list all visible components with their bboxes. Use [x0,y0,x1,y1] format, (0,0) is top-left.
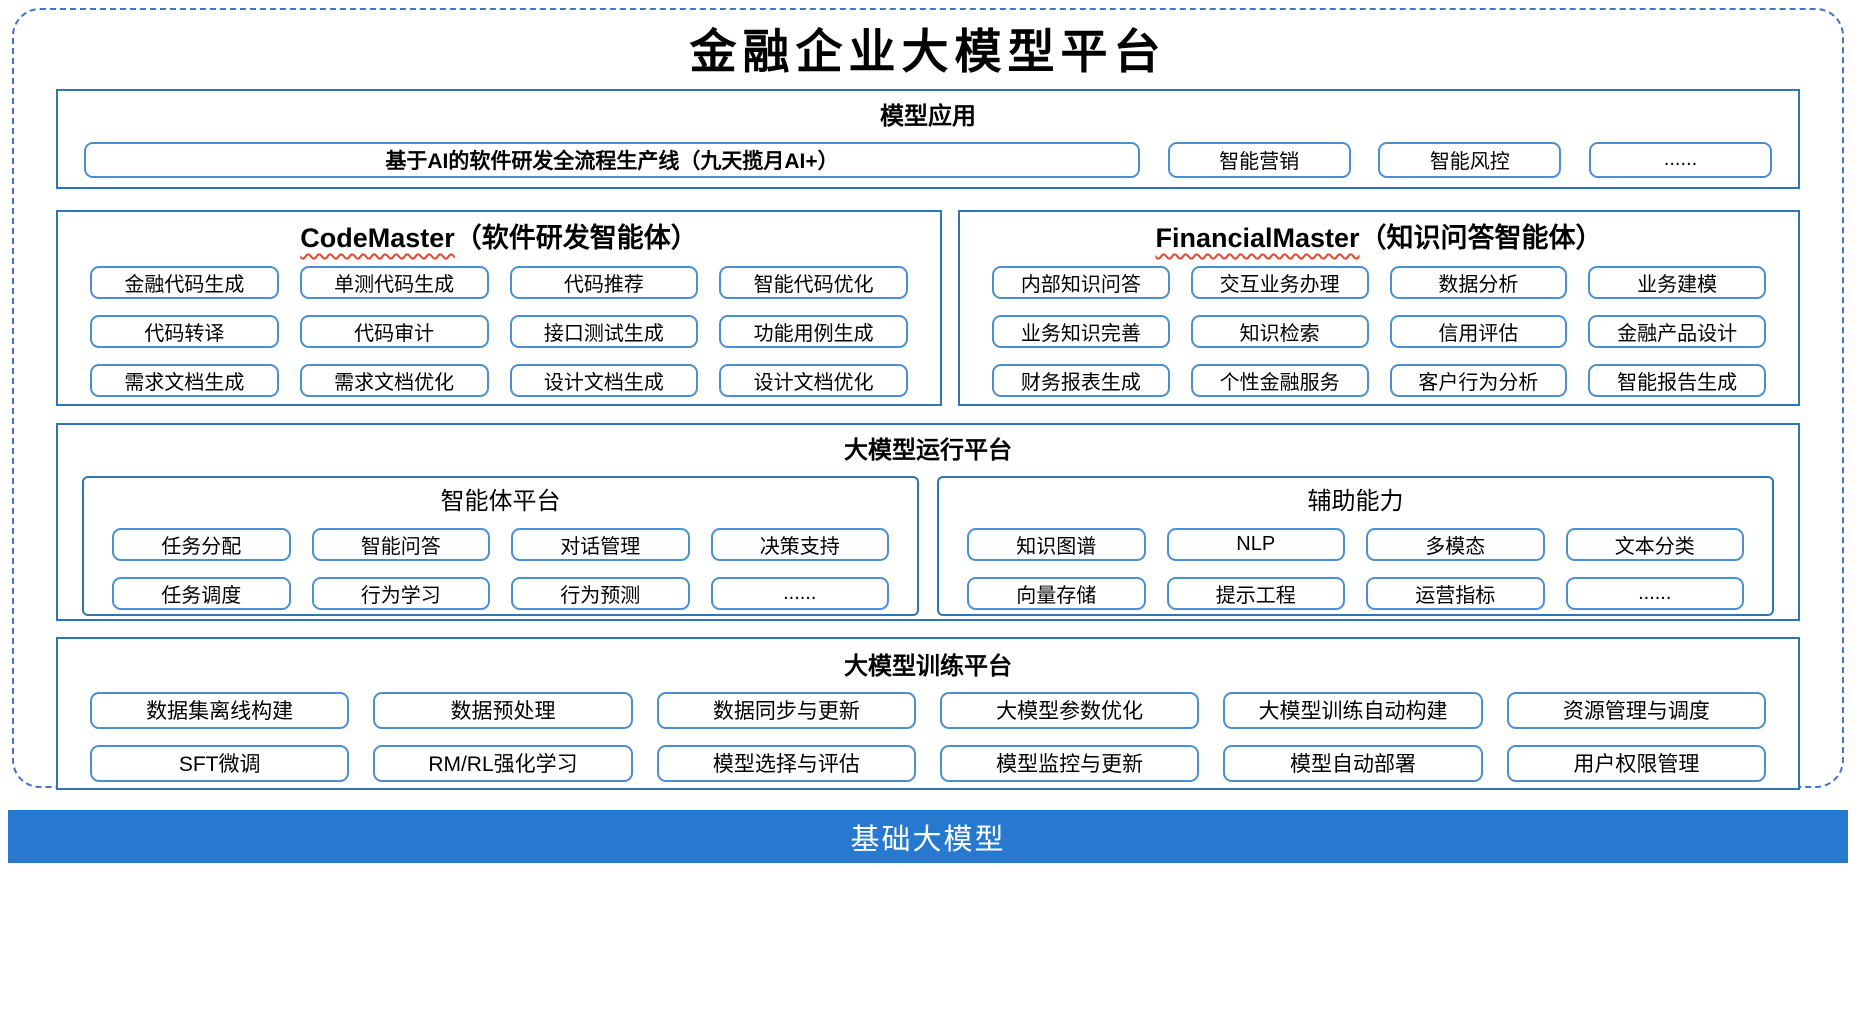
capability-item: 决策支持 [710,528,889,562]
run-platform-section: 大模型运行平台 智能体平台 任务分配 智能问答 对话管理 决策支持 任务调度 行… [56,422,1800,621]
capability-item: 代码审计 [299,315,489,349]
financialmaster-name-zh: （知识问答智能体） [1359,222,1603,253]
capability-item: 知识图谱 [967,528,1146,562]
capability-item: NLP [1166,528,1345,562]
capability-item: 数据集离线构建 [90,691,350,729]
capability-item: 模型选择与评估 [656,744,916,782]
capability-item: 功能用例生成 [719,315,908,349]
train-platform-header: 大模型训练平台 [844,652,1012,680]
auxiliary-subbox: 辅助能力 知识图谱 NLP 多模态 文本分类 向量存储 提示工程 运营指标 ..… [937,475,1774,616]
capability-item: RM/RL强化学习 [373,744,633,782]
capability-item: 智能代码优化 [719,266,908,300]
capability-item: 模型监控与更新 [940,744,1200,782]
capability-item: 向量存储 [967,577,1146,611]
agents-row: CodeMaster（软件研发智能体） 金融代码生成 单测代码生成 代码推荐 智… [56,209,1800,406]
capability-item: 运营指标 [1366,577,1545,611]
financialmaster-title: FinancialMaster（知识问答智能体） [992,222,1766,254]
financialmaster-name-en: FinancialMaster [1155,222,1360,253]
capability-item: 业务建模 [1588,266,1766,300]
base-model-bar: 基础大模型 [8,810,1848,863]
agent-platform-title: 智能体平台 [440,487,561,515]
capability-item: 金融代码生成 [90,266,279,300]
capability-item: 需求文档生成 [90,364,279,398]
capability-item: 智能问答 [311,528,490,562]
capability-item: 智能报告生成 [1588,364,1766,398]
capability-item: 行为预测 [511,577,690,611]
capability-item: 业务知识完善 [992,315,1170,349]
auxiliary-title: 辅助能力 [1307,487,1404,515]
capability-item: 数据分析 [1389,266,1568,300]
capability-item: 设计文档优化 [719,364,908,398]
financialmaster-section: FinancialMaster（知识问答智能体） 内部知识问答 交互业务办理 数… [958,209,1800,406]
model-apps-header: 模型应用 [880,102,976,130]
codemaster-grid: 金融代码生成 单测代码生成 代码推荐 智能代码优化 代码转译 代码审计 接口测试… [90,266,908,398]
capability-item: 大模型训练自动构建 [1223,691,1483,729]
capability-item: 数据同步与更新 [656,691,916,729]
capability-item: 用户权限管理 [1506,744,1766,782]
codemaster-section: CodeMaster（软件研发智能体） 金融代码生成 单测代码生成 代码推荐 智… [56,209,942,406]
capability-item: 内部知识问答 [992,266,1170,300]
auxiliary-grid: 知识图谱 NLP 多模态 文本分类 向量存储 提示工程 运营指标 ...... [967,528,1744,611]
platform-outline: 金融企业大模型平台 模型应用 基于AI的软件研发全流程生产线（九天揽月AI+） … [12,8,1844,790]
capability-item: 金融产品设计 [1588,315,1766,349]
capability-item: 代码转译 [90,315,279,349]
capability-item: 交互业务办理 [1190,266,1369,300]
codemaster-name-zh: （软件研发智能体） [454,222,698,253]
capability-item: SFT微调 [90,744,350,782]
capability-item: 提示工程 [1166,577,1345,611]
model-apps-row: 基于AI的软件研发全流程生产线（九天揽月AI+） 智能营销 智能风控 .....… [84,141,1772,180]
agent-platform-grid: 任务分配 智能问答 对话管理 决策支持 任务调度 行为学习 行为预测 .....… [112,528,889,611]
capability-item: 任务调度 [112,577,291,611]
page-title: 金融企业大模型平台 [689,25,1167,80]
capability-item: 接口测试生成 [509,315,699,349]
financialmaster-grid: 内部知识问答 交互业务办理 数据分析 业务建模 业务知识完善 知识检索 信用评估… [992,266,1766,398]
app-item: 智能风控 [1378,141,1562,178]
capability-item: 单测代码生成 [299,266,489,300]
run-platform-columns: 智能体平台 任务分配 智能问答 对话管理 决策支持 任务调度 行为学习 行为预测… [82,475,1774,616]
capability-item: 代码推荐 [509,266,699,300]
app-item-more: ...... [1588,141,1772,178]
capability-item-more: ...... [1565,577,1744,611]
agent-platform-subbox: 智能体平台 任务分配 智能问答 对话管理 决策支持 任务调度 行为学习 行为预测… [82,475,919,616]
run-platform-header: 大模型运行平台 [844,436,1012,464]
base-model-label: 基础大模型 [850,823,1006,856]
train-platform-section: 大模型训练平台 数据集离线构建 数据预处理 数据同步与更新 大模型参数优化 大模… [56,636,1800,790]
capability-item: 需求文档优化 [299,364,489,398]
capability-item: 资源管理与调度 [1506,691,1766,729]
capability-item: 数据预处理 [373,691,633,729]
capability-item: 大模型参数优化 [940,691,1200,729]
capability-item: 多模态 [1366,528,1545,562]
model-apps-section: 模型应用 基于AI的软件研发全流程生产线（九天揽月AI+） 智能营销 智能风控 … [56,88,1800,189]
capability-item: 客户行为分析 [1389,364,1568,398]
capability-item: 财务报表生成 [992,364,1170,398]
capability-item: 模型自动部署 [1223,744,1483,782]
capability-item: 个性金融服务 [1190,364,1369,398]
capability-item: 任务分配 [112,528,291,562]
capability-item: 对话管理 [511,528,690,562]
capability-item: 文本分类 [1565,528,1744,562]
app-item-pipeline: 基于AI的软件研发全流程生产线（九天揽月AI+） [84,141,1140,178]
capability-item: 知识检索 [1190,315,1369,349]
capability-item: 行为学习 [311,577,490,611]
capability-item: 设计文档生成 [509,364,699,398]
capability-item: 信用评估 [1389,315,1568,349]
capability-item-more: ...... [710,577,889,611]
train-platform-grid: 数据集离线构建 数据预处理 数据同步与更新 大模型参数优化 大模型训练自动构建 … [90,691,1766,782]
codemaster-name-en: CodeMaster [300,222,455,253]
app-item: 智能营销 [1167,141,1351,178]
codemaster-title: CodeMaster（软件研发智能体） [90,222,908,254]
